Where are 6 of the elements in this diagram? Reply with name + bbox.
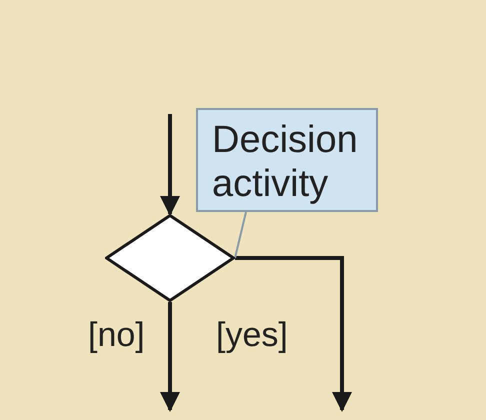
callout-box: Decision activity (196, 108, 378, 212)
arrow (160, 114, 180, 216)
arrow (160, 302, 180, 412)
arrow (235, 256, 352, 412)
decision-diamond (105, 214, 235, 302)
leader-line (234, 212, 247, 258)
